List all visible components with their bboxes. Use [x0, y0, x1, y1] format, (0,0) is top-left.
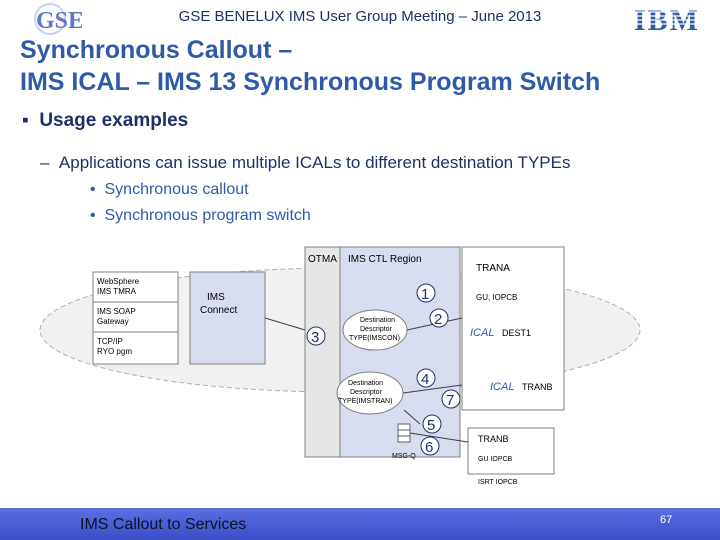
step-1: 1	[421, 286, 429, 303]
svg-text:IBM: IBM	[634, 4, 700, 34]
svg-text:GSE: GSE	[36, 8, 82, 34]
header-title: GSE BENELUX IMS User Group Meeting – Jun…	[178, 8, 542, 25]
footer-bar	[0, 508, 720, 540]
step-2: 2	[434, 311, 442, 328]
tranb-isrt: ISRT IOPCB	[478, 479, 518, 486]
step-5: 5	[427, 417, 435, 434]
client-tmra: IMS TMRA	[97, 287, 137, 296]
trana-ical1-keyword: ICAL	[470, 327, 494, 339]
subsub-bullet-switch: • Synchronous program switch	[90, 207, 311, 225]
page-number: 67	[660, 514, 673, 526]
ims-connect-label: IMS	[207, 292, 225, 303]
client-gateway: Gateway	[97, 317, 129, 326]
ims-connect-label: Connect	[200, 305, 237, 316]
otma-box	[304, 246, 341, 458]
tranb-gu: GU IOPCB	[478, 456, 513, 463]
slide-title-line2: IMS ICAL – IMS 13 Synchronous Program Sw…	[20, 68, 601, 96]
dot-bullet-icon: •	[90, 181, 96, 198]
step-3: 3	[311, 329, 319, 346]
dash-bullet-icon: –	[40, 153, 50, 172]
dd2-text: Descriptor	[350, 389, 383, 396]
client-box	[92, 271, 179, 365]
bullet-usage: ▪ Usage examples	[22, 110, 188, 132]
tranb-box	[467, 427, 555, 475]
gse-logo: GSE	[34, 3, 82, 35]
dd1-text: Destination	[360, 317, 395, 324]
trana-title: TRANA	[476, 263, 510, 274]
tranb-title: TRANB	[478, 434, 509, 444]
msgq-label: MSG-Q	[392, 453, 416, 460]
trana-ical2-dest: TRANB	[522, 382, 553, 392]
ims-connect-box	[189, 271, 266, 365]
step-6: 6	[425, 439, 433, 456]
subsub-text: Synchronous callout	[104, 181, 249, 198]
bullet-text: Usage examples	[39, 110, 189, 131]
trana-gu: GU, IOPCB	[476, 293, 517, 302]
client-ryo: RYO pgm	[97, 347, 132, 356]
slide-title-line1: Synchronous Callout –	[20, 36, 293, 64]
trana-ical1-dest: DEST1	[502, 328, 531, 338]
client-tcpip: TCP/IP	[97, 337, 123, 346]
subbullet: – Applications can issue multiple ICALs …	[40, 153, 570, 173]
ibm-logo: IBM	[632, 4, 702, 34]
dd2-text: Destination	[348, 380, 383, 387]
dd1-text: TYPE(IMSCON)	[349, 335, 400, 342]
dd1-text: Descriptor	[360, 326, 393, 333]
ctl-region-label: IMS CTL Region	[348, 254, 422, 265]
footer-text: IMS Callout to Services	[80, 516, 247, 533]
step-4: 4	[421, 371, 429, 388]
square-bullet-icon: ▪	[22, 110, 29, 131]
msg-queue-icon	[397, 423, 411, 443]
subbullet-text: Applications can issue multiple ICALs to…	[58, 153, 571, 172]
client-websphere: WebSphere	[97, 277, 140, 286]
trana-box	[461, 246, 565, 411]
otma-label: OTMA	[308, 254, 337, 265]
dd2-text: TYPE(IMSTRAN)	[338, 398, 392, 405]
trana-ical2-keyword: ICAL	[490, 381, 514, 393]
subsub-bullet-callout: • Synchronous callout	[90, 181, 249, 199]
step-7: 7	[446, 392, 454, 409]
subsub-text: Synchronous program switch	[104, 207, 311, 224]
diagram: OTMA IMS CTL Region WebSphere IMS TMRA I…	[39, 246, 641, 486]
client-soap: IMS SOAP	[97, 307, 136, 316]
dot-bullet-icon: •	[90, 207, 96, 224]
